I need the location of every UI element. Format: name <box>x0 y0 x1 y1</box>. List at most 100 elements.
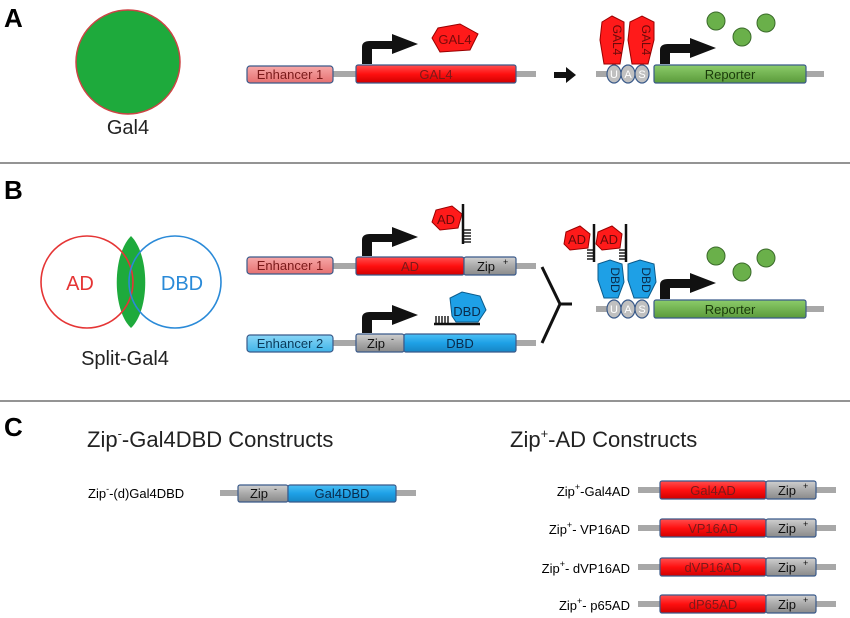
dna-line <box>514 71 536 77</box>
zip-minus-label: Zip <box>250 486 268 501</box>
reporter-product-dot <box>706 246 726 266</box>
zip-plus-box <box>765 557 817 577</box>
zip-plus-box <box>765 480 817 500</box>
enhancer-1-label: Enhancer 1 <box>257 258 324 273</box>
uas-s-oval <box>634 299 650 319</box>
zip-plus-label: Zip <box>778 483 796 498</box>
zip-plus-label: Zip <box>778 560 796 575</box>
promoter-arrow-icon <box>362 305 418 333</box>
ad-dimer-left-shape <box>563 225 591 251</box>
reporter-product-dot <box>732 27 752 47</box>
dna-line <box>333 71 358 77</box>
enhancer-2-box <box>246 334 334 353</box>
venn-dbd-label: DBD <box>161 273 203 295</box>
promoter-arrow-icon <box>362 34 418 64</box>
reporter-product-dot <box>706 11 726 31</box>
gal4-protein-shape <box>431 23 479 53</box>
dna-line <box>816 564 836 570</box>
dna-line <box>806 306 824 312</box>
venn-overlap <box>116 236 146 328</box>
panel-c-label: C <box>4 412 23 442</box>
gal4dbd-box <box>287 484 397 503</box>
dbd-gene-label: DBD <box>446 336 473 351</box>
gal4-protein-label: GAL4 <box>438 32 471 47</box>
venn-dbd-circle <box>128 235 222 329</box>
enhancer-1-label: Enhancer 1 <box>257 67 324 82</box>
plus-superscript: + <box>503 257 508 267</box>
gal4-gene-label: GAL4 <box>419 67 452 82</box>
zipper-teeth <box>587 249 626 260</box>
uas-s-oval <box>634 64 650 84</box>
venn-ad-circle <box>40 235 134 329</box>
ad-row-3: Zip+- dVP16AD dVP16AD Zip + <box>542 557 836 577</box>
uas-u-label: U <box>610 304 618 316</box>
dbd-constructs-title: Zip--Gal4DBD Constructs <box>87 426 333 452</box>
dbd-protein-shape <box>449 291 487 323</box>
zip-plus-box <box>765 518 817 538</box>
uas-s-label: S <box>638 304 645 316</box>
dna-line <box>638 487 660 493</box>
minus-superscript: - <box>274 484 277 494</box>
dbd-protein-label: DBD <box>453 304 480 319</box>
reporter-product-dot <box>732 262 752 282</box>
dna-line <box>806 71 824 77</box>
ad-gene-label: AD <box>401 259 419 274</box>
zip-minus-label: Zip <box>367 336 385 351</box>
ad-constructs-title: Zip+-AD Constructs <box>510 426 697 452</box>
reporter-promoter-arrow-icon <box>660 38 716 64</box>
ad-row-4: Zip+- p65AD dP65AD Zip + <box>559 594 836 614</box>
dbd-dimer-left-shape <box>597 259 625 299</box>
zip-plus-label: Zip <box>778 521 796 536</box>
zipper-teeth <box>435 316 449 324</box>
uas-s-label: S <box>638 69 645 81</box>
ad-box-label: dP65AD <box>689 597 737 612</box>
dna-line <box>514 263 536 269</box>
gal4-circle-label: Gal4 <box>107 117 149 139</box>
reporter-product-dot <box>756 248 776 268</box>
uas-u-label: U <box>610 69 618 81</box>
gal4-gene-box <box>355 64 517 84</box>
ad-dimer-right-label: AD <box>600 232 618 247</box>
dbd-gene-box <box>403 333 517 353</box>
enhancer-2-label: Enhancer 2 <box>257 336 324 351</box>
ad-row-2: Zip+- VP16AD VP16AD Zip + <box>549 518 836 538</box>
dna-line <box>514 340 536 346</box>
dna-line <box>816 525 836 531</box>
dbd-dimer-right-label: DBD <box>639 267 653 293</box>
zipper-teeth <box>463 229 471 243</box>
dna-line <box>333 340 358 346</box>
plus-superscript: + <box>803 595 808 605</box>
enhancer-1-box <box>246 256 334 275</box>
dna-line <box>816 487 836 493</box>
zip-plus-label: Zip <box>477 259 495 274</box>
dna-line <box>596 306 608 312</box>
transition-arrow-icon <box>554 67 576 83</box>
reporter-label: Reporter <box>705 67 756 82</box>
ad-row-label: Zip+- dVP16AD <box>542 559 630 576</box>
dna-line <box>638 564 660 570</box>
dna-line <box>638 601 660 607</box>
dbd-dimer-left-label: DBD <box>608 267 622 293</box>
ad-row-label: Zip+-Gal4AD <box>557 482 630 499</box>
venn-ad-label: AD <box>66 273 94 295</box>
gal4-circle <box>75 9 181 115</box>
dbd-dimer-right-shape <box>627 259 657 299</box>
plus-superscript: + <box>803 558 808 568</box>
gal4-dimer-right-label: GAL4 <box>639 25 653 56</box>
uas-a-label: A <box>624 304 632 316</box>
reporter-product-dot <box>756 13 776 33</box>
zip-plus-label: Zip <box>778 597 796 612</box>
minus-superscript: - <box>391 334 394 344</box>
dna-line <box>220 490 238 496</box>
plus-superscript: + <box>803 481 808 491</box>
ad-dimer-right-shape <box>595 225 623 251</box>
dna-line <box>596 71 608 77</box>
ad-row-1: Zip+-Gal4AD Gal4AD Zip + <box>557 480 836 500</box>
split-gal4-label: Split-Gal4 <box>81 348 169 370</box>
dna-line <box>638 525 660 531</box>
reporter-box <box>653 299 807 319</box>
reporter-box <box>653 64 807 84</box>
ad-protein-label: AD <box>437 212 455 227</box>
panel-a-label: A <box>4 3 23 33</box>
